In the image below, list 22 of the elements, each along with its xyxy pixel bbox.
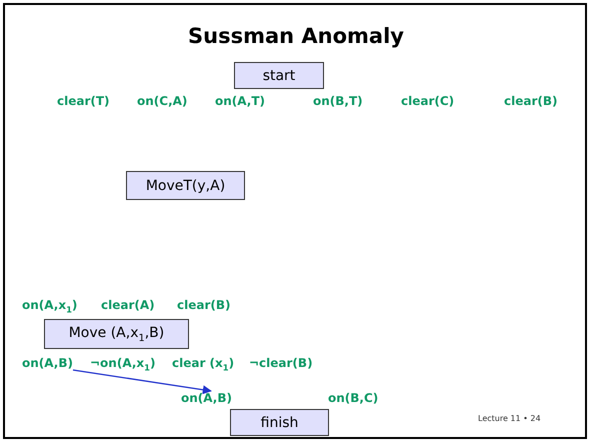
condition-label: on(A,B) (22, 356, 73, 370)
operator-box: MoveT(y,A) (126, 171, 245, 200)
condition-label: ¬on(A,x$_{1}$) (90, 356, 156, 372)
condition-label: on(B,T) (313, 94, 363, 108)
condition-label: ¬clear(B) (249, 356, 313, 370)
condition-label: on(A,B) (181, 391, 232, 405)
condition-label: clear(A) (101, 298, 155, 312)
condition-label: clear(C) (401, 94, 454, 108)
arrow (72, 369, 212, 394)
condition-label: clear(B) (177, 298, 230, 312)
slide-title: Sussman Anomaly (187, 24, 405, 48)
condition-label: on(A,x$_{1}$) (22, 298, 78, 314)
condition-label: on(B,C) (328, 391, 378, 405)
condition-label: on(C,A) (137, 94, 188, 108)
condition-label: clear(T) (57, 94, 110, 108)
slide-number: Lecture 11 • 24 (478, 414, 541, 423)
operator-box: finish (230, 409, 329, 436)
condition-label: clear (x$_{1}$) (172, 356, 234, 372)
operator-box: start (234, 62, 324, 89)
operator-box: Move (A,x$_{1}$,B) (44, 319, 189, 349)
condition-label: clear(B) (504, 94, 558, 108)
condition-label: on(A,T) (215, 94, 266, 108)
